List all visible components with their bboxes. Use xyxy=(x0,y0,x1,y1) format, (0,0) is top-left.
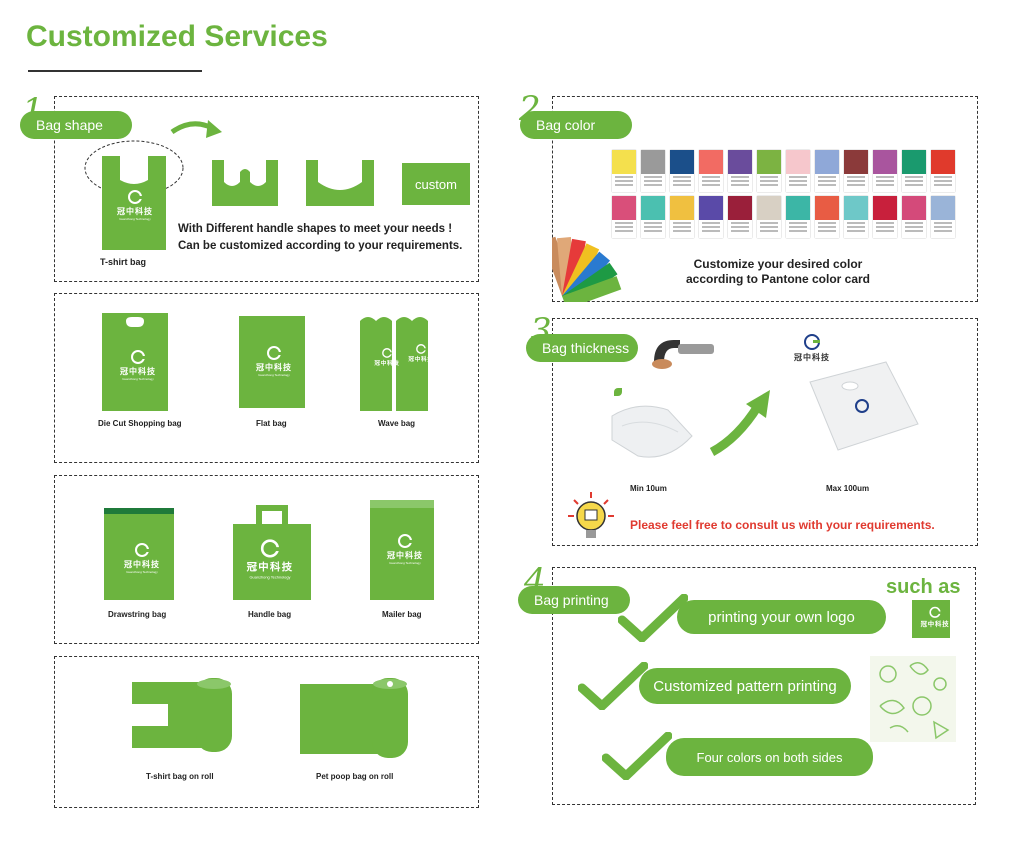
caption-mailer: Mailer bag xyxy=(382,610,422,619)
logo-print-sample xyxy=(912,600,950,638)
max-thickness: Max 100um xyxy=(826,484,870,493)
thin-bag-image xyxy=(611,405,693,458)
bag-shape-text-1: With Different handle shapes to meet you… xyxy=(178,223,453,235)
pantone-swatch xyxy=(873,196,897,238)
handle-shape-ushape xyxy=(306,160,374,206)
checkmark-icon-1 xyxy=(618,594,688,642)
pantone-swatch xyxy=(728,150,752,192)
curved-arrow-icon xyxy=(170,120,222,138)
bag-types-panel-1 xyxy=(54,293,479,463)
printing-option-logo: printing your own logo xyxy=(677,600,886,634)
tshirt-bag-roll-image xyxy=(132,678,232,752)
handle-shape-custom: custom xyxy=(402,163,470,205)
such-as-label: such as xyxy=(886,576,961,598)
small-sprout-icon xyxy=(614,388,622,396)
thickness-brand-logo: 冠中科技 xyxy=(794,334,830,363)
pantone-swatch xyxy=(902,196,926,238)
pantone-swatch xyxy=(641,196,665,238)
wave-bag-image xyxy=(360,317,428,411)
wave-bag-logo-a: 冠中科技 xyxy=(374,348,399,367)
pantone-swatch xyxy=(612,150,636,192)
bag-color-label: Bag color xyxy=(520,111,632,139)
pantone-swatch xyxy=(931,196,955,238)
growth-arrow-icon xyxy=(709,390,770,456)
pantone-swatch xyxy=(699,150,723,192)
pantone-swatch xyxy=(931,150,955,192)
pantone-swatch xyxy=(670,150,694,192)
bag-color-panel xyxy=(552,96,978,302)
pantone-swatch xyxy=(728,196,752,238)
thick-bag-image xyxy=(809,361,919,451)
bag-printing-label: Bag printing xyxy=(518,586,630,614)
wave-bag-logo-b: 冠中科技 xyxy=(408,344,433,363)
micrometer-icon xyxy=(652,340,714,369)
pantone-swatch xyxy=(815,150,839,192)
bag-thickness-label: Bag thickness xyxy=(526,334,638,362)
pantone-swatch xyxy=(786,196,810,238)
consult-message: Please feel free to consult us with your… xyxy=(630,518,935,532)
printing-option-four-colors: Four colors on both sides xyxy=(666,738,873,776)
tshirt-bag-caption: T-shirt bag xyxy=(100,257,147,267)
caption-flat: Flat bag xyxy=(256,419,287,428)
bag-printing-panel xyxy=(552,567,976,805)
caption-wave: Wave bag xyxy=(378,419,416,428)
pantone-swatch xyxy=(844,150,868,192)
pantone-swatch xyxy=(670,196,694,238)
pantone-swatch xyxy=(612,196,636,238)
pantone-swatch xyxy=(757,150,781,192)
pattern-doodles xyxy=(879,662,950,740)
pantone-swatch xyxy=(786,150,810,192)
bag-shape-panel xyxy=(54,96,479,282)
caption-drawstring: Drawstring bag xyxy=(108,610,167,619)
mailer-bag-image xyxy=(370,500,434,600)
lightbulb-icon xyxy=(568,492,614,538)
checkmark-icon-3 xyxy=(602,732,672,780)
color-fan-icon xyxy=(552,236,622,302)
logo-print-sample-mark: 冠中科技 xyxy=(921,606,950,629)
pantone-swatch xyxy=(757,196,781,238)
handle-shape-wave xyxy=(212,160,278,206)
pantone-swatch xyxy=(815,196,839,238)
pet-poop-bag-roll-image xyxy=(300,678,408,758)
page-title: Customized Services xyxy=(26,20,328,53)
min-thickness: Min 10um xyxy=(630,484,667,493)
checkmark-icon-2 xyxy=(578,662,648,710)
pantone-swatch xyxy=(844,196,868,238)
pantone-swatch xyxy=(641,150,665,192)
bag-color-text-2: according to Pantone color card xyxy=(685,272,871,286)
pattern-print-sample xyxy=(870,656,956,742)
caption-die-cut: Die Cut Shopping bag xyxy=(98,419,182,428)
pantone-swatch xyxy=(902,150,926,192)
handle-bag-image xyxy=(233,505,311,600)
bag-types-panel-3 xyxy=(54,656,479,808)
caption-pet-poop-roll: Pet poop bag on roll xyxy=(316,772,394,781)
title-underline xyxy=(28,70,202,72)
bag-shape-label: Bag shape xyxy=(20,111,132,139)
pantone-swatch xyxy=(873,150,897,192)
caption-handle: Handle bag xyxy=(248,610,292,619)
caption-tshirt-roll: T-shirt bag on roll xyxy=(146,772,214,781)
flat-bag-image xyxy=(239,316,305,408)
bag-color-text-1: Customize your desired color xyxy=(693,257,863,271)
bag-thickness-panel xyxy=(552,318,978,546)
printing-option-pattern: Customized pattern printing xyxy=(639,668,851,704)
bag-types-panel-2 xyxy=(54,475,479,644)
bag-shape-text-2: Can be customized according to your requ… xyxy=(178,240,463,252)
pantone-swatch xyxy=(699,196,723,238)
